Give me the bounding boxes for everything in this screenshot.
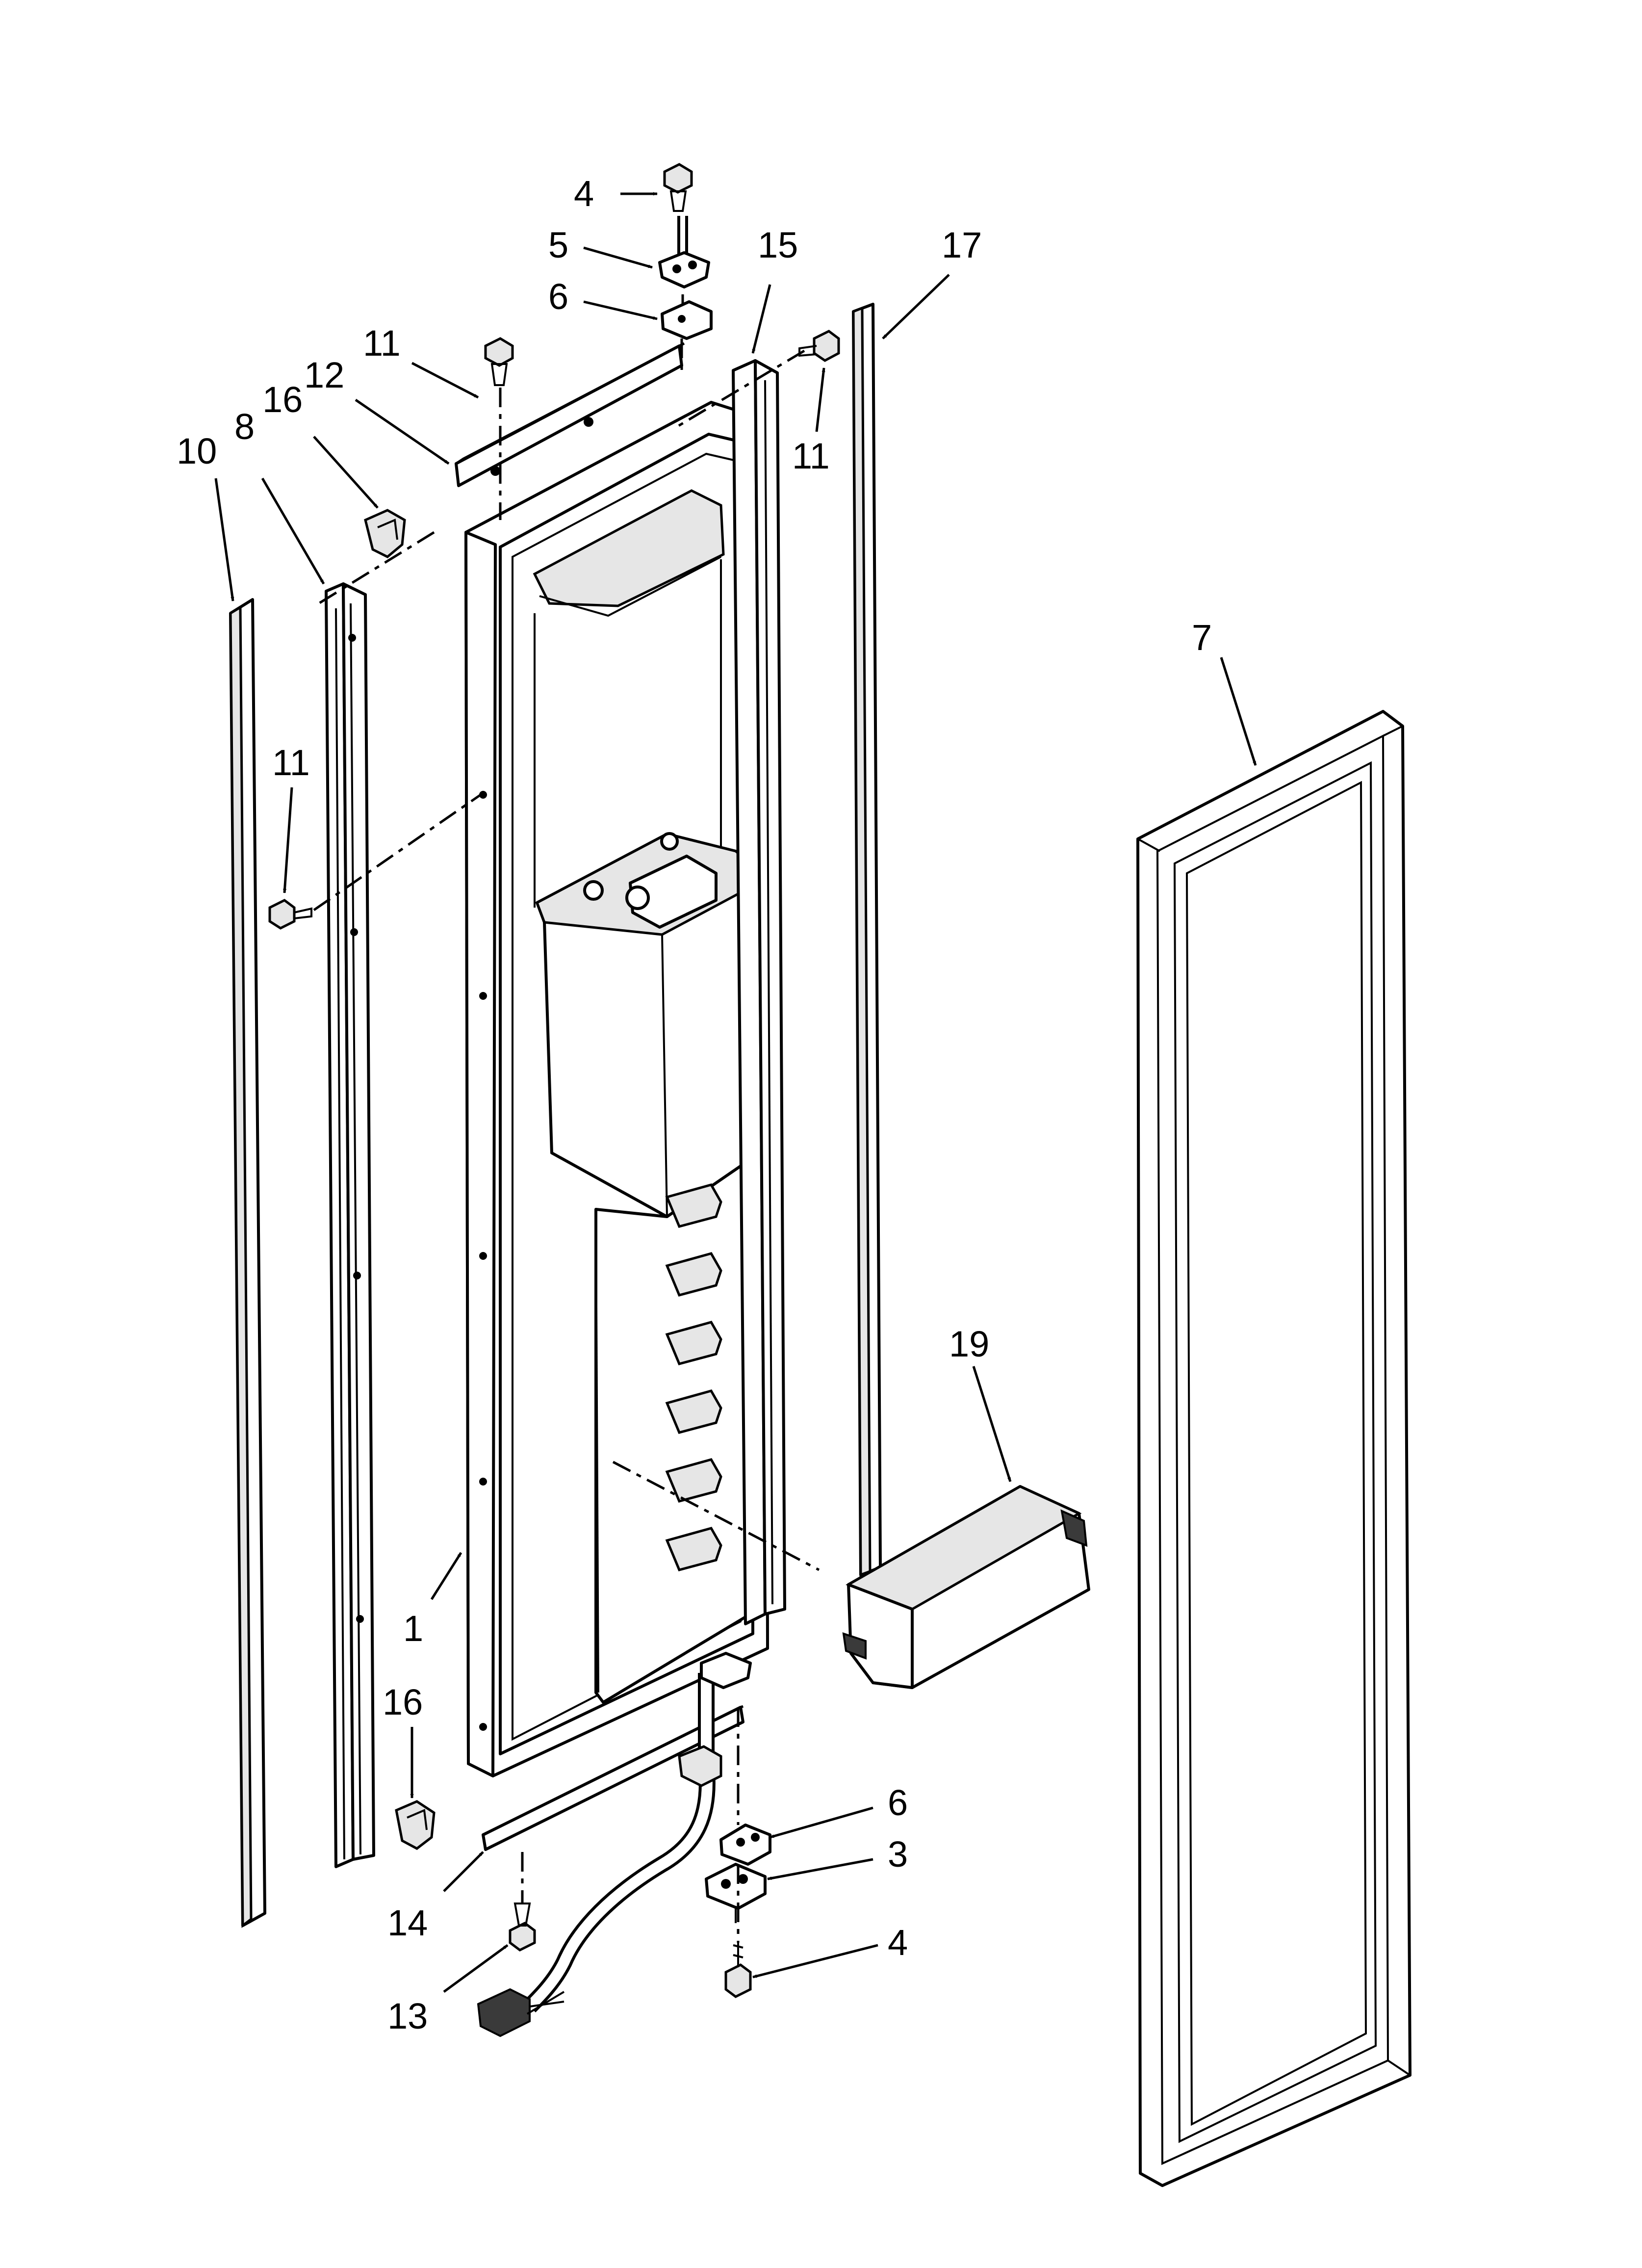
hinge-part-3 xyxy=(705,1863,767,1923)
callout-12: 12 xyxy=(304,355,344,395)
screw-part-11-top xyxy=(484,337,514,386)
callout-11-top: 11 xyxy=(363,323,401,364)
alignment-lines xyxy=(313,294,820,1943)
shelf-bracket-row xyxy=(665,1183,722,1571)
callout-13: 13 xyxy=(387,1996,428,2036)
door-gasket-part-7 xyxy=(1136,710,1411,2187)
screw-part-11-left xyxy=(268,899,312,930)
callout-labels: 4 5 6 15 17 11 12 16 8 10 11 7 11 19 1 1… xyxy=(177,173,1212,2036)
callout-1: 1 xyxy=(403,1608,423,1649)
callout-leaders xyxy=(214,192,1257,1993)
screw-part-4-bottom xyxy=(724,1943,752,1998)
callout-10: 10 xyxy=(177,431,217,471)
door-bin-part-19 xyxy=(842,1485,1090,1689)
callout-7: 7 xyxy=(1192,617,1212,658)
screw-part-13 xyxy=(509,1903,536,1952)
hinge-part-5 xyxy=(658,216,710,288)
trim-strip-part-10 xyxy=(229,598,266,1929)
wire-harness xyxy=(477,1652,752,2037)
callout-14: 14 xyxy=(387,1903,428,1943)
screw-part-4-top xyxy=(663,163,693,212)
door-liner-part-1 xyxy=(464,401,770,1777)
callout-11-right: 11 xyxy=(792,436,830,476)
callout-11-left: 11 xyxy=(272,742,310,783)
clip-part-16-top xyxy=(364,509,406,558)
bottom-bracket-part-14 xyxy=(482,1705,744,1851)
screw-part-11-right xyxy=(798,330,840,362)
hinge-plate-part-6-bottom xyxy=(719,1824,771,1866)
top-bracket-part-12 xyxy=(455,342,685,487)
clip-part-16-bottom xyxy=(395,1800,436,1850)
callout-4-bottom: 4 xyxy=(888,1922,908,1963)
callout-15: 15 xyxy=(758,225,798,265)
callout-6-top: 6 xyxy=(548,276,568,317)
callout-6-bottom: 6 xyxy=(888,1782,908,1823)
trim-strip-part-17 xyxy=(852,303,882,1577)
callout-3: 3 xyxy=(888,1834,908,1875)
callout-8: 8 xyxy=(234,406,255,447)
callout-4-top: 4 xyxy=(574,173,594,214)
callout-17: 17 xyxy=(942,225,982,265)
gasket-channel-part-8 xyxy=(325,582,375,1868)
hinge-plate-part-6-top xyxy=(661,300,713,340)
gasket-channel-part-15 xyxy=(732,359,786,1625)
callout-19: 19 xyxy=(949,1324,989,1364)
callout-5: 5 xyxy=(548,225,568,265)
callout-16-top: 16 xyxy=(262,379,303,420)
callout-16-bottom: 16 xyxy=(383,1682,423,1722)
